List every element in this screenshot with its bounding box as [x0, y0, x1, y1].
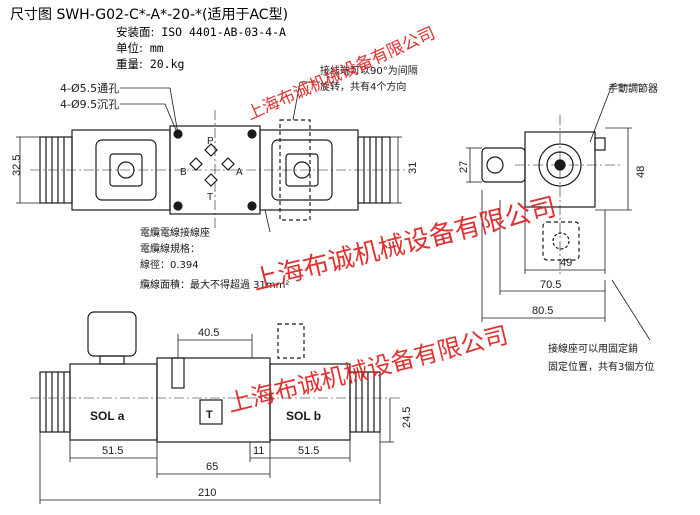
dim-51-5-right: 51.5 — [298, 445, 319, 457]
front-solenoid-left — [69, 363, 158, 441]
port-a-label: A — [236, 167, 243, 178]
dim-31: 31 — [407, 162, 419, 174]
dim-80-5: 80.5 — [532, 305, 553, 317]
spec-header: 尺寸图 SWH-G02-C*-A*-20-*(适用于AC型) 安装面: ISO … — [0, 0, 700, 80]
side-base — [542, 221, 580, 261]
note-manual: 手動調節器 — [608, 82, 658, 95]
port-a-mark — [221, 157, 235, 171]
dim-27: 27 — [458, 161, 470, 173]
sol-b-label: SOL b — [286, 409, 321, 423]
unit-line: 单位: mm — [116, 40, 164, 56]
watermark-middle: 上海布诚机械设备有限公司 — [249, 192, 559, 297]
note-rotate-1: 接线端可以90°为间隔 — [320, 64, 418, 77]
dim-48: 48 — [635, 166, 647, 178]
note-through-hole: 4-Ø5.5通孔 — [60, 82, 119, 95]
sol-a-label: SOL a — [90, 409, 125, 423]
unit-label: 单位: — [116, 41, 143, 55]
dim-32-5: 32.5 — [11, 155, 23, 176]
dim-210: 210 — [198, 487, 216, 499]
port-t-mark — [204, 173, 218, 187]
port-p-mark — [204, 143, 218, 157]
dim-65: 65 — [206, 461, 218, 473]
weight-line: 重量: 20.kg — [116, 56, 184, 72]
t-mark-box — [199, 399, 223, 425]
dim-24-5: 24.5 — [401, 407, 413, 428]
side-dims — [466, 84, 651, 341]
top-dims — [16, 81, 402, 233]
t-mark-label: T — [206, 409, 213, 421]
front-dims — [39, 334, 394, 504]
note-cable-4: 纜線面積：最大不得超過 31mm² — [140, 278, 289, 291]
drawing-title: 尺寸图 SWH-G02-C*-A*-20-*(适用于AC型) — [10, 7, 289, 23]
dim-70-5: 70.5 — [540, 279, 561, 291]
top-view — [30, 110, 405, 230]
mounting-label: 安装面: — [116, 25, 155, 39]
note-counterbore: 4-Ø9.5沉孔 — [60, 98, 119, 111]
front-view — [30, 311, 400, 443]
note-rotate-2: 旋转，共有4个方向 — [320, 80, 406, 93]
front-coil-right — [349, 371, 381, 433]
note-terminal-1: 接線座可以用固定銷 — [548, 342, 638, 355]
port-p-label: P — [207, 136, 214, 147]
note-terminal-2: 固定位置，共有3個方位 — [548, 360, 654, 373]
dim-40-5: 40.5 — [198, 327, 219, 339]
weight-label: 重量: — [116, 57, 143, 71]
front-coil-left — [39, 371, 71, 433]
dim-49: 49 — [560, 257, 572, 269]
port-b-mark — [189, 157, 203, 171]
side-view — [481, 115, 620, 275]
front-connector-left — [87, 311, 137, 357]
port-b-label: B — [180, 167, 187, 178]
dim-11: 11 — [253, 445, 264, 457]
note-cable-3: 線徑：0.394 — [140, 258, 199, 271]
unit-value: mm — [149, 41, 164, 55]
weight-value: 20.kg — [149, 57, 185, 71]
mounting-value: ISO 4401-AB-03-4-A — [161, 25, 286, 39]
port-t-label: T — [207, 192, 213, 203]
note-cable-1: 電纜電線接線座 — [140, 226, 210, 239]
dim-51-5-left: 51.5 — [102, 445, 123, 457]
mounting-line: 安装面: ISO 4401-AB-03-4-A — [116, 24, 286, 40]
note-cable-2: 電纜線規格： — [140, 242, 200, 255]
